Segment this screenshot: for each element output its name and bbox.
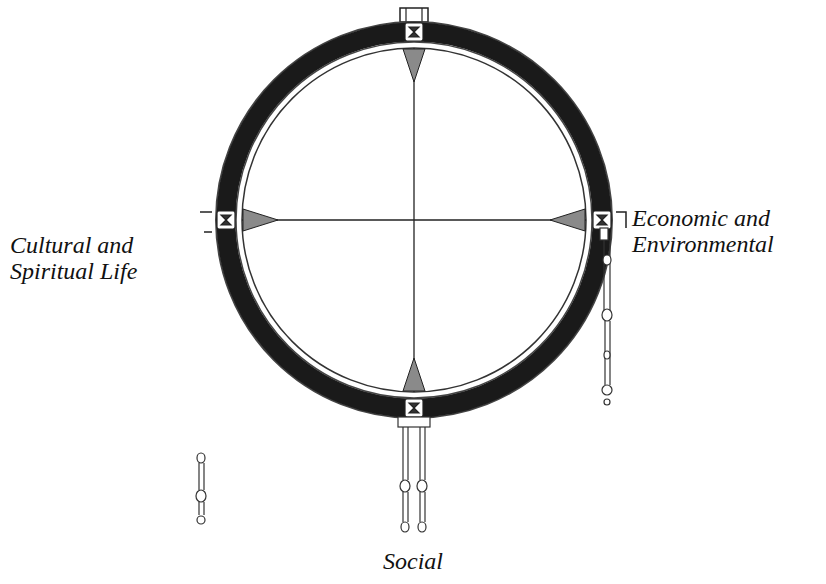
tab-line — [405, 8, 406, 22]
direction-label: Economic and Environmental — [632, 205, 818, 258]
direction-label: Social — [313, 548, 513, 574]
label-slot: Cultural and Spiritual Life — [10, 232, 190, 285]
direction-label: Cultural and Spiritual Life — [10, 232, 190, 285]
direction-triangle — [403, 358, 425, 391]
hoop-inner-edge — [236, 42, 592, 398]
hanging-feather — [600, 228, 612, 405]
hanging-feather — [196, 453, 206, 524]
side-tab — [616, 212, 626, 228]
hoop-band — [226, 32, 602, 408]
label-slot: Social — [313, 548, 513, 574]
label-slot: Economic and Environmental — [632, 205, 818, 258]
hoop-outline — [216, 22, 612, 418]
hanging-feather — [398, 417, 430, 532]
inner-circle — [242, 48, 586, 392]
cross-line — [242, 219, 586, 220]
direction-triangle — [243, 209, 278, 231]
band-ornament — [217, 23, 611, 417]
direction-triangle — [550, 209, 585, 231]
direction-triangle — [403, 49, 425, 82]
side-tab — [204, 231, 212, 233]
tab-line — [421, 8, 422, 22]
top-tab — [400, 8, 428, 22]
side-tab — [200, 211, 212, 213]
